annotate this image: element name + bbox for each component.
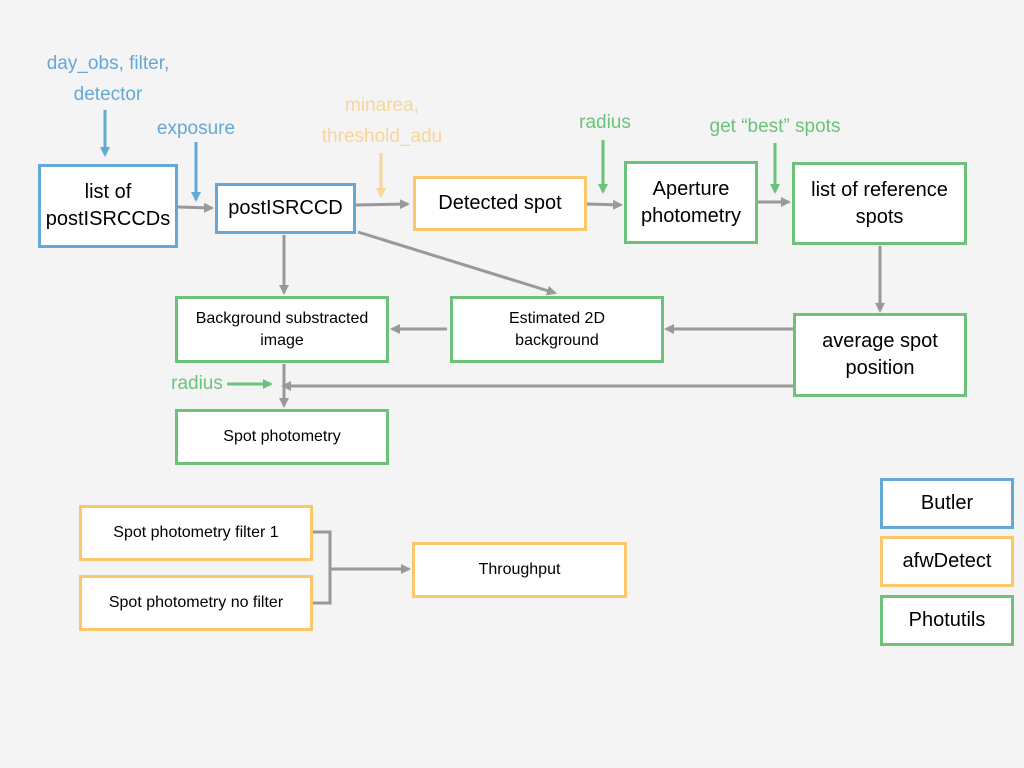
node-label: Background substracted image (195, 309, 369, 349)
node-aperture-photometry: Aperture photometry (624, 161, 758, 244)
node-background-subtracted-image: Background substracted image (175, 296, 389, 363)
param-radius-spot: radius (171, 373, 223, 394)
node-spot-photometry-filter-1: Spot photometry filter 1 (79, 505, 313, 561)
node-spot-photometry: Spot photometry (175, 409, 389, 465)
node-list-of-reference-spots: list of reference spots (792, 162, 967, 245)
legend-photutils: Photutils (880, 595, 1014, 646)
node-spot-photometry-no-filter: Spot photometry no filter (79, 575, 313, 631)
legend-butler: Butler (880, 478, 1014, 529)
param-day-obs-filter-detector: day_obs, filter, detector (46, 53, 170, 105)
legend-label: Photutils (908, 609, 986, 631)
node-detected-spot: Detected spot (413, 176, 587, 231)
arrow-list-to-postisrccd (177, 202, 214, 213)
node-label: postISRCCD (228, 197, 343, 219)
node-label: Spot photometry (223, 428, 341, 446)
node-label: list of reference spots (811, 178, 948, 228)
node-label: list of postISRCCDs (45, 181, 171, 230)
param-get-best-spots: get “best” spots (709, 116, 841, 137)
node-label: Throughput (478, 561, 561, 579)
node-list-of-postisrccds: list of postISRCCDs (38, 164, 178, 248)
arrow-postisrccd-to-estimated-bg (357, 230, 557, 296)
node-throughput: Throughput (412, 542, 627, 598)
node-label: average spot position (822, 330, 938, 379)
arrow-postisrccd-to-detected (355, 199, 410, 210)
param-radius-aperture: radius (579, 112, 631, 133)
node-label: Estimated 2D background (508, 309, 606, 349)
node-label: Spot photometry no filter (108, 594, 284, 612)
node-average-spot-position: average spot position (793, 313, 967, 397)
node-label: Spot photometry filter 1 (113, 524, 279, 542)
node-postisrccd: postISRCCD (215, 183, 356, 234)
param-exposure: exposure (156, 118, 236, 139)
legend-label: Butler (920, 492, 974, 514)
legend-label: afwDetect (902, 550, 992, 572)
node-label: Aperture photometry (640, 177, 742, 227)
node-label: Detected spot (438, 192, 562, 214)
arrow-detected-to-aperture (586, 199, 623, 210)
legend-afwdetect: afwDetect (880, 536, 1014, 587)
bracket-filters-to-throughput (313, 530, 332, 605)
node-estimated-2d-background: Estimated 2D background (450, 296, 664, 363)
param-minarea-threshold: minarea, threshold_adu (321, 95, 443, 147)
